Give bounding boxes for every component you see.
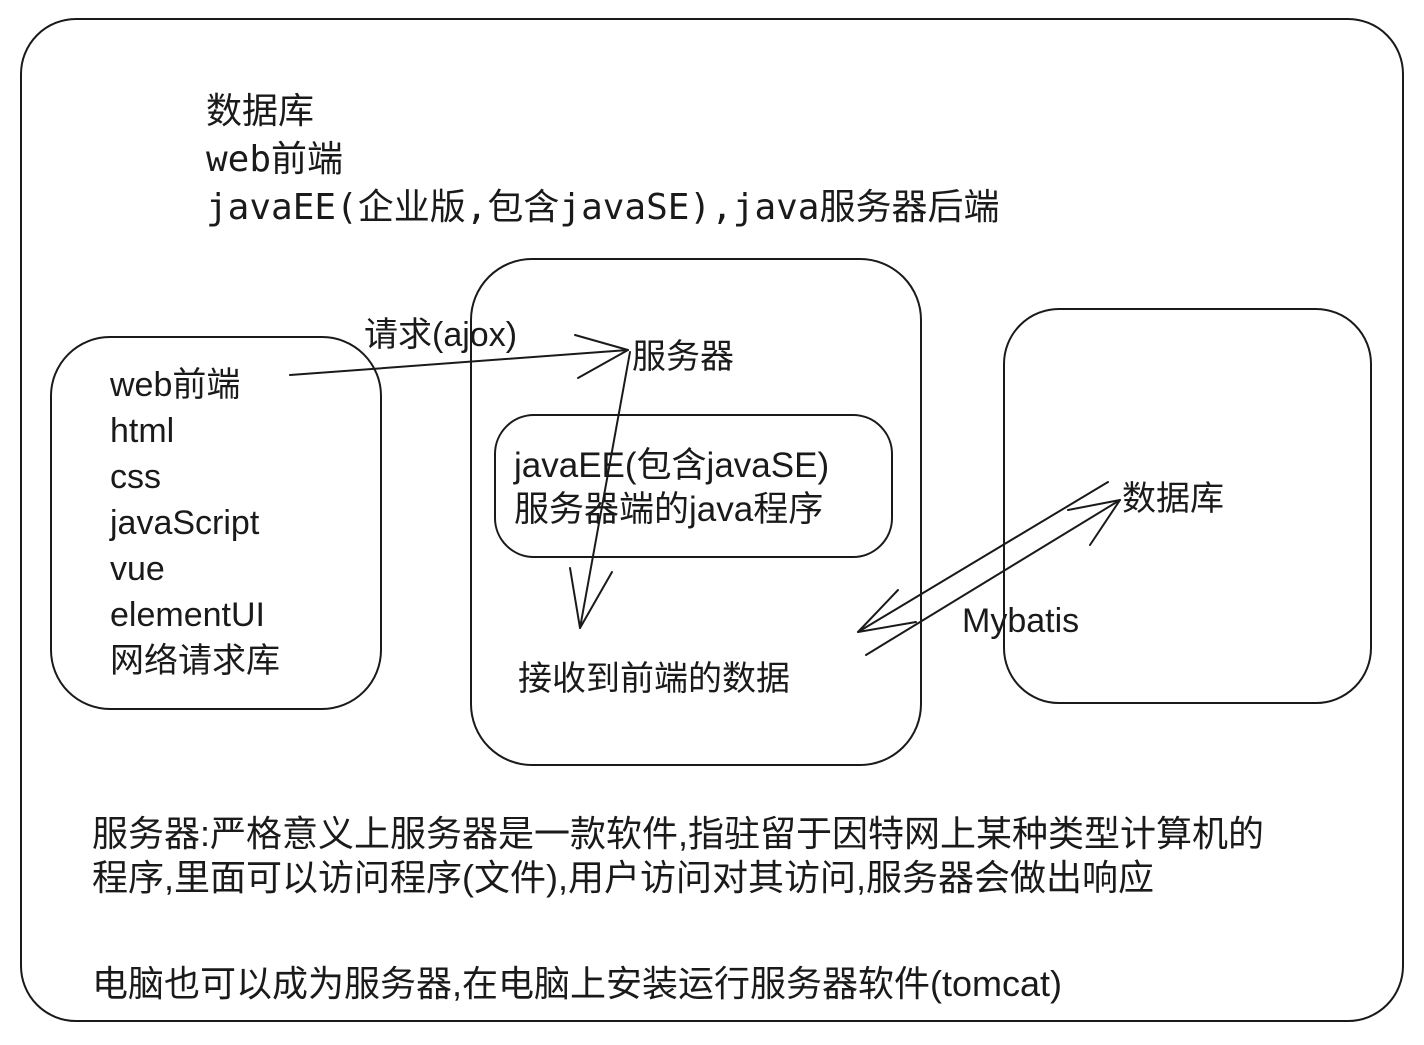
outer-frame: [20, 18, 1404, 1022]
web-item: css: [110, 458, 161, 496]
database-title: 数据库: [1122, 480, 1224, 518]
web-item: elementUI: [110, 596, 265, 634]
notes-line: 程序,里面可以访问程序(文件),用户访问对其访问,服务器会做出响应: [92, 857, 1154, 898]
heading-line-web: web前端: [206, 139, 344, 180]
web-item: web前端: [110, 366, 241, 404]
server-title: 服务器: [632, 338, 734, 376]
web-frontend-list: web前端 html css javaScript vue elementUI …: [110, 362, 280, 684]
heading-block: 数据库 web前端 javaEE(企业版,包含javaSE),java服务器后端: [206, 88, 999, 232]
notes-line: 服务器:严格意义上服务器是一款软件,指驻留于因特网上某种类型计算机的: [92, 813, 1265, 854]
computer-note: 电脑也可以成为服务器,在电脑上安装运行服务器软件(tomcat): [92, 963, 1063, 1004]
web-item: vue: [110, 550, 165, 588]
java-program-text: javaEE(包含javaSE) 服务器端的java程序: [514, 444, 829, 532]
request-label: 请求(ajox): [364, 316, 518, 354]
mybatis-label: Mybatis: [962, 602, 1080, 640]
java-program-line: 服务器端的java程序: [514, 490, 824, 529]
web-item: javaScript: [110, 504, 260, 542]
server-notes: 服务器:严格意义上服务器是一款软件,指驻留于因特网上某种类型计算机的 程序,里面…: [92, 812, 1264, 900]
heading-line-database: 数据库: [206, 91, 315, 132]
heading-line-javaee: javaEE(企业版,包含javaSE),java服务器后端: [206, 187, 1000, 228]
web-item: html: [110, 412, 175, 450]
web-item: 网络请求库: [110, 642, 280, 680]
web-frontend-box: [50, 336, 382, 710]
java-program-line: javaEE(包含javaSE): [514, 446, 830, 485]
receive-data-label: 接收到前端的数据: [518, 660, 790, 698]
